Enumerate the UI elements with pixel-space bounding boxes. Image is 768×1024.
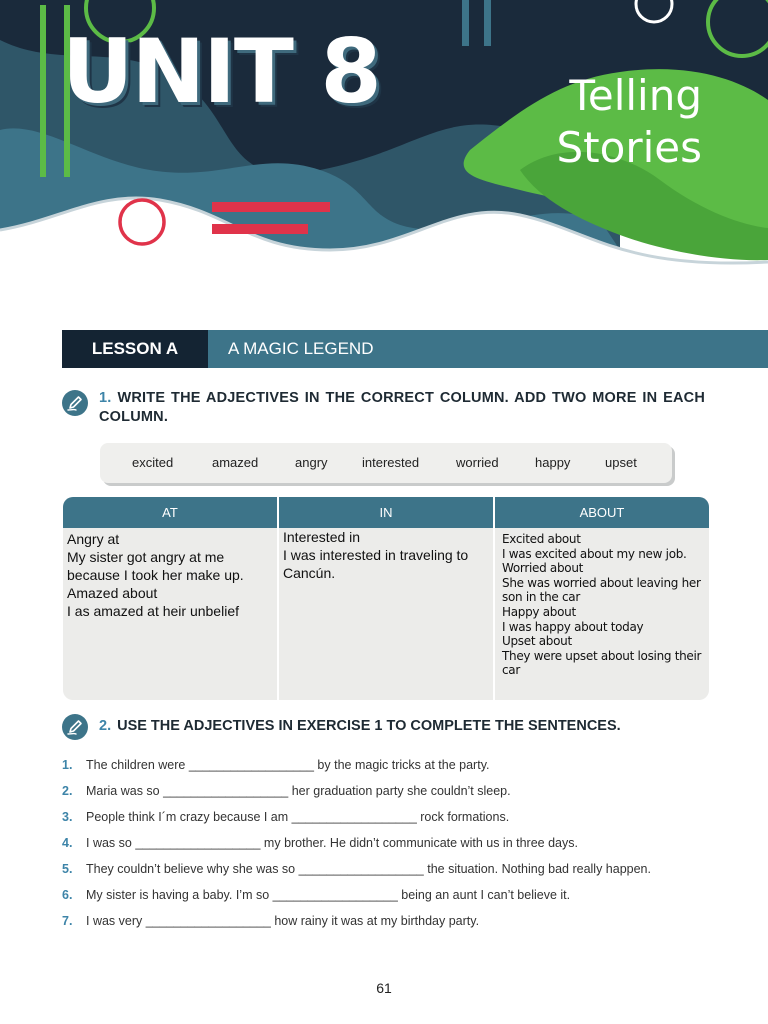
cell-line: They were upset about losing their xyxy=(502,648,702,663)
column-header-at: AT xyxy=(63,497,277,528)
sentence-item: 1. The children were __________________ b… xyxy=(62,758,490,772)
cell-line: car xyxy=(502,663,520,678)
sentence-item: 4. I was so __________________ my brother… xyxy=(62,836,578,850)
sentence-item: 3. People think I´m crazy because I am __… xyxy=(62,810,509,824)
subtitle-line-2: Stories xyxy=(556,123,702,172)
exercise-1-number: 1. xyxy=(99,390,112,406)
cell-at: Angry at My sister got angry at me becau… xyxy=(67,528,277,620)
cell-about: Excited about I was excited about my new… xyxy=(502,528,707,678)
cell-line: because I took her make up. xyxy=(67,567,244,583)
pencil-edit-icon xyxy=(62,714,88,740)
column-header-in: IN xyxy=(279,497,493,528)
cell-line: Happy about xyxy=(502,604,576,619)
cell-line: Interested in xyxy=(283,529,361,545)
word-bank-item: interested xyxy=(362,455,420,470)
cell-line: I was happy about today xyxy=(502,619,644,634)
sentence-text: The children were __________________ by … xyxy=(86,758,490,772)
sentence-number: 4. xyxy=(62,836,73,850)
cell-line: I as amazed at heir unbelief xyxy=(67,603,239,619)
adjective-table: AT IN ABOUT Angry at My sister got angry… xyxy=(63,497,709,700)
sentence-number: 6. xyxy=(62,888,73,902)
pencil-edit-icon xyxy=(62,390,88,416)
exercise-2-number: 2. xyxy=(99,718,112,734)
header-banner: UNIT 8 Telling Stories xyxy=(0,0,768,320)
exercise-2-text: USE THE ADJECTIVES IN EXERCISE 1 TO COMP… xyxy=(117,718,621,734)
cell-line: Worried about xyxy=(502,561,584,576)
cell-line: Excited about xyxy=(502,532,581,546)
word-bank: excited amazed angry interested worried … xyxy=(100,443,672,483)
sentence-item: 5. They couldn’t believe why she was so _… xyxy=(62,862,651,876)
word-bank-item: happy xyxy=(535,455,571,470)
sentence-number: 2. xyxy=(62,784,73,798)
column-divider xyxy=(493,497,495,700)
cell-line: She was worried about leaving her xyxy=(502,575,701,590)
sentence-text: I was so __________________ my brother. … xyxy=(86,836,578,850)
cell-line: Upset about xyxy=(502,634,572,649)
cell-in: Interested in I was interested in travel… xyxy=(283,528,493,582)
sentence-text: They couldn’t believe why she was so ___… xyxy=(86,862,651,876)
cell-line: Cancún. xyxy=(283,565,336,581)
unit-title: UNIT 8 xyxy=(62,20,382,123)
subtitle-line-1: Telling xyxy=(569,71,702,120)
lesson-bar: LESSON A A MAGIC LEGEND xyxy=(62,330,768,368)
exercise-1-instruction: 1.WRITE THE ADJECTIVES IN THE CORRECT CO… xyxy=(99,389,705,427)
sentence-number: 5. xyxy=(62,862,73,876)
sentence-number: 1. xyxy=(62,758,73,772)
word-bank-item: worried xyxy=(456,455,499,470)
lesson-name: A MAGIC LEGEND xyxy=(228,339,374,358)
word-bank-item: excited xyxy=(132,455,174,470)
column-divider xyxy=(277,497,279,700)
sentence-text: Maria was so __________________ her grad… xyxy=(86,784,511,798)
sentence-item: 7. I was very __________________ how rain… xyxy=(62,914,479,928)
cell-line: Amazed about xyxy=(67,585,158,601)
cell-line: I was excited about my new job. xyxy=(502,546,687,561)
sentence-number: 3. xyxy=(62,810,73,824)
word-bank-item: amazed xyxy=(212,455,259,470)
exercise-1-text: WRITE THE ADJECTIVES IN THE CORRECT COLU… xyxy=(99,390,705,425)
cell-line: Angry at xyxy=(67,531,120,547)
banner-artwork xyxy=(0,0,768,320)
word-bank-item: angry xyxy=(295,455,328,470)
sentence-text: My sister is having a baby. I’m so _____… xyxy=(86,888,571,902)
lesson-label: LESSON A xyxy=(62,330,208,368)
page-number: 61 xyxy=(376,980,392,996)
sentence-item: 6. My sister is having a baby. I’m so ___… xyxy=(62,888,570,902)
exercise-2-instruction: 2. USE THE ADJECTIVES IN EXERCISE 1 TO CO… xyxy=(99,717,705,736)
cell-line: son in the car xyxy=(502,590,580,605)
unit-subtitle: Telling Stories xyxy=(557,70,702,174)
sentence-text: People think I´m crazy because I am ____… xyxy=(86,810,510,824)
sentence-number: 7. xyxy=(62,914,73,928)
sentence-item: 2. Maria was so __________________ her gr… xyxy=(62,784,511,798)
column-header-about: ABOUT xyxy=(495,497,709,528)
word-bank-item: upset xyxy=(605,455,637,470)
sentence-text: I was very __________________ how rainy … xyxy=(86,914,480,928)
cell-line: My sister got angry at me xyxy=(67,549,225,565)
cell-line: I was interested in traveling to xyxy=(283,547,469,563)
